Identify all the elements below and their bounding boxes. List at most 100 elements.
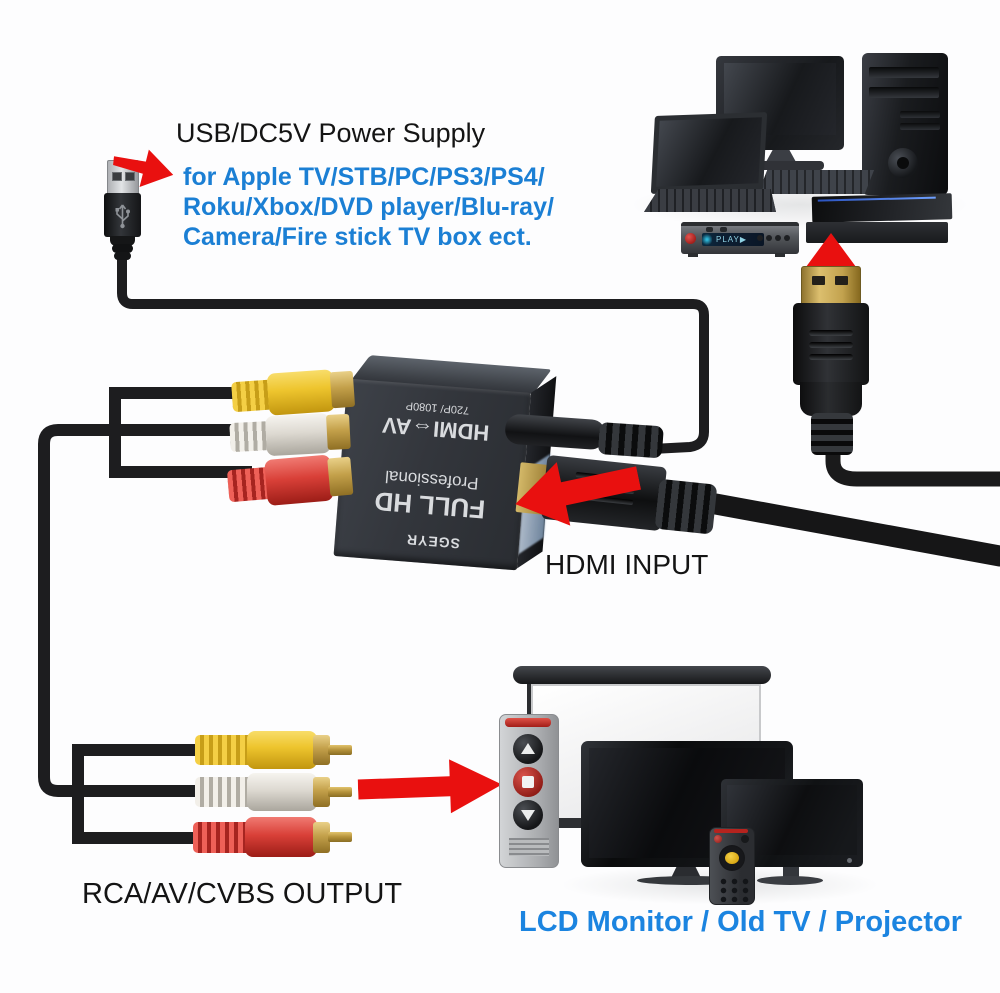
dvd-knob — [706, 227, 713, 232]
hdmi-connector-neck — [800, 382, 862, 416]
rca-plug-ring — [313, 735, 330, 765]
rca-plug-body — [266, 369, 336, 416]
rca-plug-ring — [327, 456, 354, 497]
projector-screen-rod — [527, 684, 534, 726]
dvd-top-edge — [681, 222, 799, 226]
remote-top-stripe — [505, 718, 551, 727]
dvd-power-button — [685, 233, 696, 244]
arrow-left-icon — [515, 462, 642, 526]
rca-plug-ring — [329, 370, 356, 409]
tower-button-center — [897, 157, 909, 169]
rca-plug-pin — [328, 787, 352, 797]
white-cable-long-run — [38, 424, 248, 797]
lcd-stand-neck — [783, 867, 799, 878]
remote-down-button — [513, 800, 543, 830]
rca-plug-white-bottom — [195, 773, 355, 811]
bottom-yellow-red-cable-loop — [72, 744, 215, 844]
tower-drive-bay — [869, 87, 939, 98]
rca-plug-pin — [328, 745, 352, 755]
usb-connector-body — [104, 193, 141, 237]
rca-plug-body — [247, 731, 317, 769]
dvd-foot — [775, 253, 785, 257]
rca-plug-body — [264, 454, 334, 507]
arrow-right-icon — [357, 759, 502, 814]
hdmi-input-relief — [654, 478, 718, 535]
desktop-keyboard — [758, 170, 874, 194]
hdmi-tip-hole — [812, 276, 825, 285]
desktop-monitor — [716, 56, 844, 150]
hdmi-input-label: HDMI INPUT — [545, 549, 709, 580]
projector-screen-case — [513, 666, 771, 684]
dvd-foot — [688, 253, 698, 257]
hdmi-grip-ridge — [809, 342, 853, 348]
usb-connector-shield — [107, 160, 139, 195]
remote-button — [741, 835, 749, 843]
remote-up-button — [513, 734, 543, 764]
output-devices-label: LCD Monitor / Old TV / Projector — [519, 906, 963, 938]
remote-speaker-grille — [509, 838, 549, 856]
tower-vent-slot — [900, 111, 940, 118]
power-devices-line3: Camera/Fire stick TV box ect. — [183, 223, 532, 251]
rca-plug-body — [264, 412, 331, 457]
usb-trident-icon — [115, 204, 130, 229]
hdmi-tip-hole — [835, 276, 848, 285]
hdmi-connector-tip — [801, 266, 861, 306]
dvd-button — [766, 235, 772, 241]
remote-stop-button — [513, 767, 543, 797]
remote-power-button — [714, 835, 722, 843]
remote-button-grid — [717, 876, 749, 902]
rca-strain-relief — [195, 777, 253, 807]
usb-connector-neck — [110, 236, 135, 246]
screen-remote — [499, 714, 559, 868]
remote-ok-button — [725, 852, 739, 864]
power-supply-title: USB/DC5V Power Supply — [176, 118, 486, 148]
arrow-right-icon — [113, 149, 174, 187]
down-triangle-icon — [521, 810, 535, 821]
rca-strain-relief — [195, 735, 253, 765]
pc-tower — [862, 53, 948, 195]
rca-plug-red-bottom — [193, 817, 355, 857]
converter-front-face: 720P/ 1080P HDMI⇔AV Professional FULL HD… — [333, 378, 531, 571]
lcd-stand-base — [757, 876, 823, 885]
rca-strain-relief — [193, 822, 251, 853]
remote-dpad — [719, 845, 745, 871]
tower-power-button — [888, 148, 918, 178]
converter-brand-text: SGEYR — [405, 531, 461, 552]
usb-cable-ferrite — [112, 244, 133, 253]
game-console-bottom — [806, 222, 948, 243]
dvd-display: PLAY▶ — [702, 233, 764, 246]
rca-plug-yellow-bottom — [195, 731, 355, 769]
dvd-button — [775, 235, 781, 241]
usb-contact-hole — [125, 172, 135, 181]
stop-square-icon — [522, 776, 534, 788]
usb-power-cable — [117, 251, 709, 454]
dvd-knob — [720, 227, 727, 232]
dvd-display-glow — [702, 233, 712, 246]
rca-plug-body — [247, 773, 317, 811]
monitor-stand-base — [752, 161, 824, 170]
dvd-player: PLAY▶ — [681, 222, 799, 254]
dvd-display-text: PLAY▶ — [716, 235, 748, 244]
hdmi-grip-ridge — [809, 330, 853, 336]
rca-plug-ring — [326, 413, 351, 451]
tv-stand-base — [637, 876, 745, 885]
console-led-light — [817, 196, 936, 202]
game-console-top — [811, 193, 953, 223]
tv-remote — [709, 827, 755, 905]
laptop-keyboard-deck — [644, 189, 776, 212]
tower-drive-bay — [869, 67, 939, 78]
monitor-stand-neck — [766, 150, 796, 162]
laptop — [650, 112, 768, 194]
up-triangle-icon — [521, 743, 535, 754]
rca-plug-pin — [328, 832, 352, 842]
hdmi-strain-relief — [811, 413, 853, 455]
rca-plug-ring — [313, 822, 330, 853]
hdmi-connector-cable — [825, 450, 1000, 487]
dvd-button — [784, 235, 790, 241]
rca-output-label: RCA/AV/CVBS OUTPUT — [82, 878, 403, 910]
usb-contact-hole — [112, 172, 122, 181]
power-plug-barrel — [504, 413, 607, 451]
power-devices-line2: Roku/Xbox/DVD player/Blu-ray/ — [183, 193, 554, 221]
hdmi-connector-body — [793, 303, 869, 385]
tv-stand-neck — [671, 867, 701, 878]
